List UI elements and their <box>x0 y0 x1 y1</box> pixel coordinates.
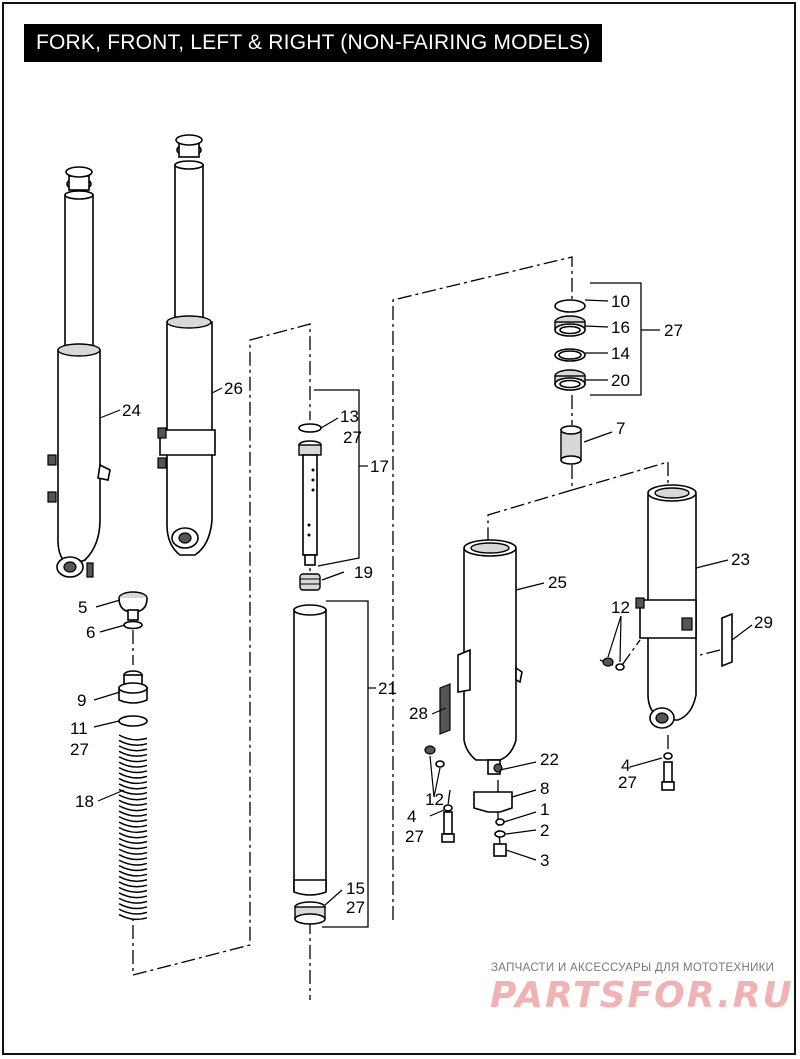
callout-22: 22 <box>540 750 559 769</box>
callout-7: 7 <box>616 419 625 438</box>
callout-18: 18 <box>75 792 94 811</box>
fork-assembly-right <box>157 134 216 556</box>
callout-12-b: 12 <box>425 790 444 809</box>
callout-15: 15 <box>346 879 365 898</box>
leader-lines <box>93 282 753 928</box>
callout-16: 16 <box>611 318 630 337</box>
small-hardware <box>424 612 733 857</box>
callout-28: 28 <box>409 704 428 723</box>
callout-5: 5 <box>78 598 87 617</box>
damper-tube-assembly <box>293 423 327 925</box>
watermark-tagline: ЗАПЧАСТИ И АКСЕССУАРЫ ДЛЯ МОТОТЕХНИКИ <box>491 962 775 974</box>
callout-27-c: 27 <box>346 898 365 917</box>
callout-4-b: 4 <box>621 756 630 775</box>
callout-27-b: 27 <box>343 428 362 447</box>
axle-cap-8 <box>473 791 513 813</box>
bushing-and-seal-stack <box>554 299 586 465</box>
rebound-spring <box>299 573 321 591</box>
reflector-29 <box>721 612 733 668</box>
callout-11: 11 <box>70 719 88 738</box>
callout-13: 13 <box>340 407 359 426</box>
fork-slider-left <box>457 539 523 775</box>
diagram-title: FORK, FRONT, LEFT & RIGHT (NON-FAIRING M… <box>24 24 603 62</box>
fork-spring <box>118 734 148 921</box>
callout-labels: 24 26 5 6 9 11 27 18 13 27 17 19 21 15 2… <box>70 292 773 917</box>
fork-slider-right <box>635 484 697 729</box>
callout-6: 6 <box>86 623 95 642</box>
callout-2: 2 <box>540 821 549 840</box>
callout-23: 23 <box>731 550 750 569</box>
callout-14: 14 <box>611 344 630 363</box>
callout-24: 24 <box>122 401 141 420</box>
callout-21: 21 <box>378 679 397 698</box>
callout-20: 20 <box>611 371 630 390</box>
callout-27-e: 27 <box>405 827 424 846</box>
callout-27-d: 27 <box>664 321 683 340</box>
fork-cap-and-spring-parts <box>118 591 148 921</box>
callout-3: 3 <box>540 851 549 870</box>
watermark-logo: PARTSFOR.RU <box>490 975 794 1016</box>
callout-19: 19 <box>354 563 373 582</box>
callout-25: 25 <box>548 573 567 592</box>
callout-8: 8 <box>540 779 549 798</box>
callout-4-a: 4 <box>407 807 416 826</box>
assembly-lines <box>132 256 721 1000</box>
callout-27-f: 27 <box>618 773 637 792</box>
callout-17: 17 <box>370 457 389 476</box>
callout-10: 10 <box>611 292 630 311</box>
callout-9: 9 <box>77 691 86 710</box>
callout-12-a: 12 <box>611 598 630 617</box>
callout-27-a: 27 <box>70 740 89 759</box>
callout-29: 29 <box>754 613 773 632</box>
fork-assembly-left <box>47 166 111 578</box>
callout-1: 1 <box>540 800 549 819</box>
callout-26: 26 <box>224 379 243 398</box>
